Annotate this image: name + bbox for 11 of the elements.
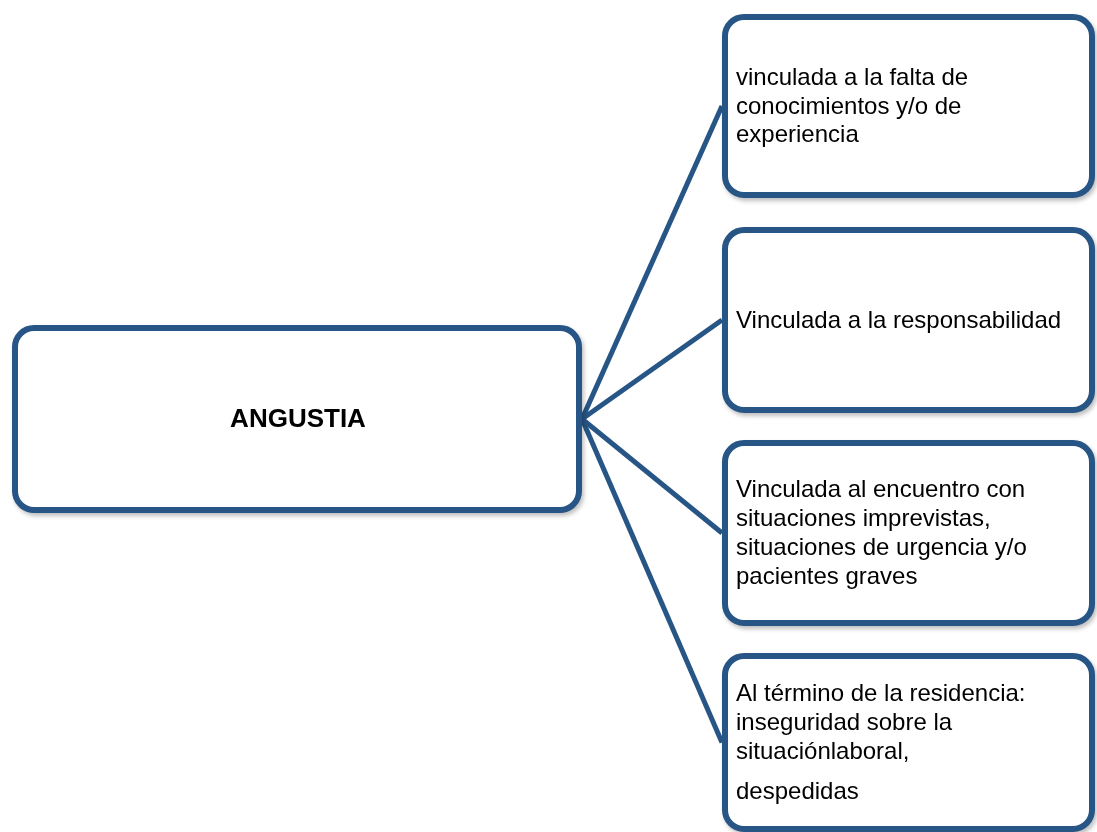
text-box	[722, 14, 1095, 198]
box-text: vinculada a la falta de conocimientos y/o de experiencia	[736, 62, 970, 150]
text-box	[722, 440, 1095, 626]
text-box	[722, 653, 1095, 832]
topic-box	[12, 325, 582, 513]
text-box	[722, 227, 1095, 413]
box-text: Vinculada a la responsabilidad	[736, 305, 1063, 335]
box-text: Vinculada al encuentro con situaciones imprevistas, situaciones de urgencia y/o pacientes graves	[736, 475, 1028, 591]
topic-title: ANGUSTIA	[230, 403, 366, 435]
box-text: despedidas	[736, 777, 860, 807]
box-text: Al término de la residencia: inseguridad sobre la situaciónlaboral,	[736, 678, 1027, 766]
